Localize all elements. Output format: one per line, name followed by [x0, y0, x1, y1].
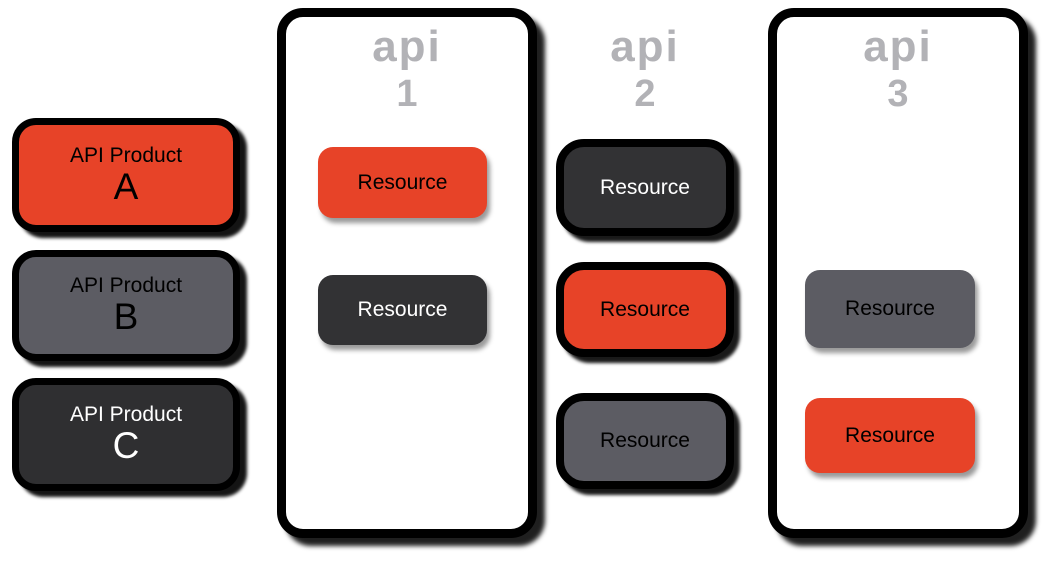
api-3-resource-1: Resource [805, 270, 975, 348]
api-2-resource-3: Resource [556, 393, 734, 489]
api-product-a-label: API Product [69, 143, 183, 167]
api-product-a-box: API Product A [12, 118, 240, 232]
api-2-resource-1: Resource [556, 139, 734, 236]
api-product-b-letter: B [113, 296, 139, 338]
api-1-resource-2: Resource [318, 275, 487, 345]
api-3-resource-2-label: Resource [845, 423, 935, 447]
api-product-c-letter: C [112, 425, 140, 467]
api-product-b-label: API Product [69, 274, 183, 297]
api-product-c-label: API Product [69, 403, 183, 426]
api-2-header: api 2 [556, 8, 734, 115]
api-2-resource-1-label: Resource [600, 175, 690, 199]
api-2-number: 2 [634, 73, 656, 115]
api-2-resource-2-label: Resource [600, 297, 690, 321]
api-1-resource-1-label: Resource [357, 170, 448, 194]
api-3-resource-1-label: Resource [845, 297, 935, 320]
api-2-resource-3-label: Resource [600, 429, 690, 452]
api-product-c-box: API Product C [12, 378, 240, 491]
api-3-resource-2: Resource [805, 398, 975, 473]
api-3-container: api 3 Resource Resource [768, 8, 1028, 538]
api-2-label: api [610, 22, 680, 71]
api-product-a-letter: A [113, 165, 139, 207]
api-3-label: api [863, 22, 933, 71]
api-1-resource-1: Resource [318, 147, 487, 218]
api-2-resource-2: Resource [556, 262, 734, 357]
api-1-label: api [372, 22, 442, 71]
api-product-b-box: API Product B [12, 250, 240, 361]
api-1-number: 1 [396, 73, 418, 115]
api-3-number: 3 [887, 73, 909, 115]
api-1-container: api 1 Resource Resource [277, 8, 537, 538]
api-1-resource-2-label: Resource [357, 298, 448, 321]
